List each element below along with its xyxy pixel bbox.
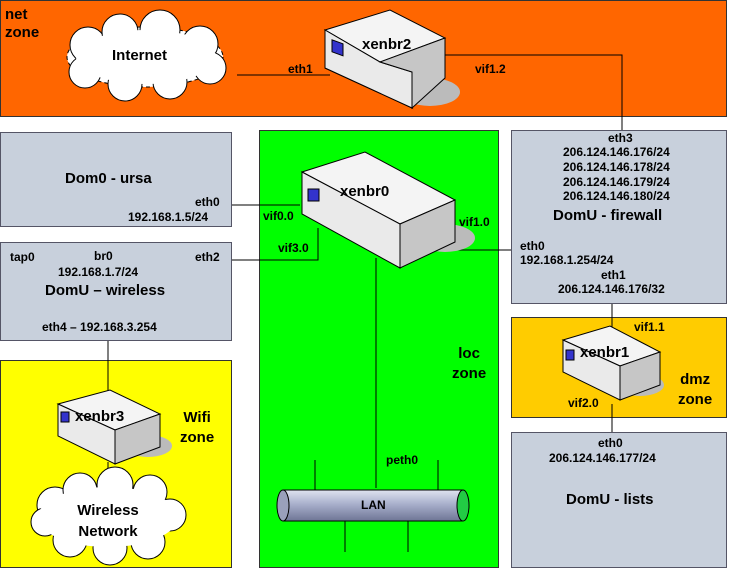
connection-lines: [107, 54, 623, 552]
vif1-2-label: vif1.2: [475, 62, 506, 76]
internet-label: Internet: [112, 47, 168, 64]
firewall-eth3-ip-1: 206.124.146.176/24: [563, 145, 670, 159]
vif3-0-label: vif3.0: [278, 241, 309, 255]
lan-pipe: [276, 489, 470, 522]
wireless-br0-ip: 192.168.1.7/24: [58, 265, 139, 279]
wireless-br0: br0: [94, 249, 113, 263]
xenbr0-switch: [300, 151, 475, 269]
wireless-eth2: eth2: [195, 250, 220, 264]
dom0-ursa-box: [0, 132, 232, 227]
wireless-tap0: tap0: [10, 250, 35, 264]
firewall-eth1: eth1: [601, 268, 626, 282]
domu-lists-box: [511, 432, 727, 568]
xenbr2-switch: [323, 9, 460, 110]
firewall-eth3-ip-2: 206.124.146.178/24: [563, 160, 670, 174]
xenbr3-label: xenbr3: [75, 408, 125, 425]
wireless-title: DomU – wireless: [45, 282, 166, 299]
dom0-ip: 192.168.1.5/24: [128, 210, 209, 224]
wireless-cloud: [30, 466, 187, 566]
peth0-label: peth0: [386, 453, 419, 467]
xenbr0-label: xenbr0: [340, 183, 390, 200]
lists-eth0: eth0: [598, 436, 623, 450]
xenbr2-label: xenbr2: [362, 36, 412, 53]
link-wireless-xenbr0: [232, 228, 319, 261]
domu-firewall-box: [511, 130, 727, 304]
link-xenbr2-firewall: [445, 54, 623, 130]
dom0-title: Dom0 - ursa: [65, 170, 152, 187]
firewall-eth3-ip-3: 206.124.146.179/24: [563, 175, 670, 189]
firewall-eth1-ip: 206.124.146.176/32: [558, 282, 665, 296]
vif1-1-label: vif1.1: [634, 320, 665, 334]
firewall-eth0: eth0: [520, 239, 545, 253]
lan-label: LAN: [361, 498, 386, 512]
wireless-eth4: eth4 – 192.168.3.254: [42, 320, 157, 334]
eth1-link-label: eth1: [288, 62, 313, 76]
firewall-title: DomU - firewall: [553, 207, 663, 224]
firewall-eth3-ip-4: 206.124.146.180/24: [563, 189, 670, 203]
vif2-0-label: vif2.0: [568, 396, 599, 410]
firewall-eth0-ip: 192.168.1.254/24: [520, 253, 614, 267]
vif0-0-label: vif0.0: [263, 209, 294, 223]
dom0-eth0: eth0: [195, 195, 220, 209]
domu-wireless-box: [0, 242, 232, 341]
lists-title: DomU - lists: [566, 491, 654, 508]
vif1-0-label: vif1.0: [459, 215, 490, 229]
firewall-eth3: eth3: [608, 131, 633, 145]
xenbr3-switch: [56, 389, 172, 465]
xenbr1-label: xenbr1: [580, 344, 630, 361]
xenbr1-switch: [561, 325, 664, 401]
internet-cloud: [66, 9, 227, 102]
lists-ip: 206.124.146.177/24: [549, 451, 656, 465]
